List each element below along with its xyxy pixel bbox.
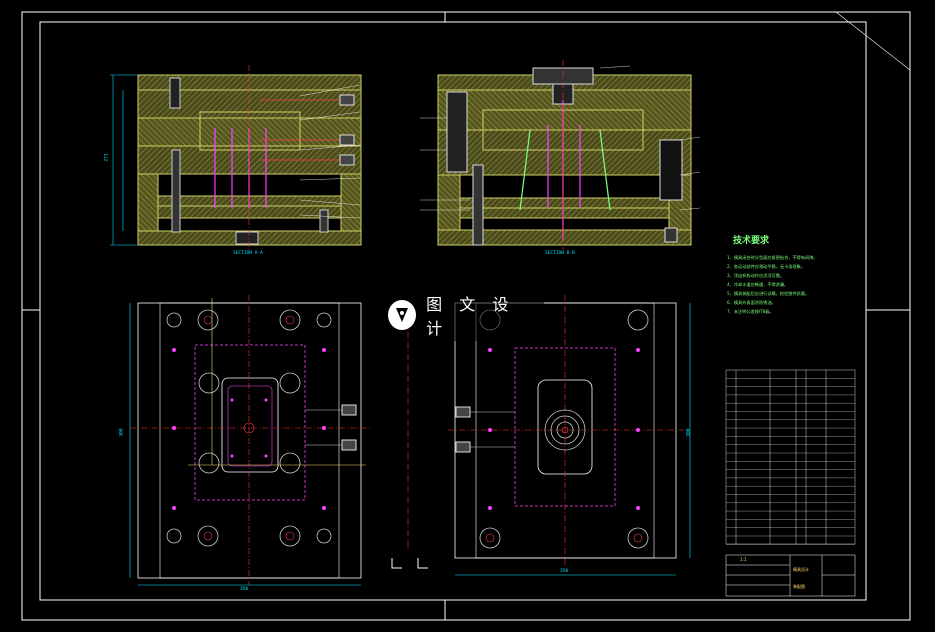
title-block-company: 模具设计	[793, 567, 809, 572]
technical-note: 6、模具外表面涂防锈油。	[727, 300, 776, 305]
technical-note: 5、模具装配后应进行试模，检验塑件质量。	[727, 291, 810, 296]
technical-note: 2、各运动部件应滑动平稳，无卡滞现象。	[727, 264, 806, 269]
title-block-scale: 1:1	[740, 557, 747, 562]
plan-view-left	[129, 295, 370, 586]
technical-note: 1、模具闭合时分型面应紧密贴合，不得有间隙。	[727, 255, 818, 260]
bom-rows	[726, 378, 855, 545]
section-a-label: SECTION A-A	[233, 251, 263, 256]
right-width-dimension: 350	[560, 569, 569, 574]
watermark-logo-icon	[388, 300, 417, 330]
left-height-dimension: 300	[119, 428, 125, 437]
watermark-text: 图 文 设 计	[422, 289, 544, 341]
plan-view-right	[391, 295, 691, 576]
technical-note: 7、未注明公差按IT8级。	[727, 309, 774, 314]
bom-table	[725, 369, 856, 545]
right-height-dimension: 300	[686, 428, 692, 437]
technical-note: 4、冷却水道应畅通，不得渗漏。	[727, 282, 789, 287]
mold-height-dimension: 271	[104, 153, 110, 162]
section-b-label: SECTION B-B	[545, 251, 575, 256]
drawing-frame	[21, 11, 911, 621]
left-width-dimension: 350	[240, 587, 249, 592]
title-block-drawing-name: 装配图	[793, 584, 805, 589]
section-a-view	[110, 65, 362, 250]
watermark: 图 文 设 计	[388, 289, 544, 341]
technical-note: 3、顶出机构动作应灵活可靠。	[727, 273, 785, 278]
section-b-view	[420, 60, 701, 250]
technical-requirements-title: 技术要求	[733, 236, 770, 246]
title-block	[725, 554, 856, 597]
